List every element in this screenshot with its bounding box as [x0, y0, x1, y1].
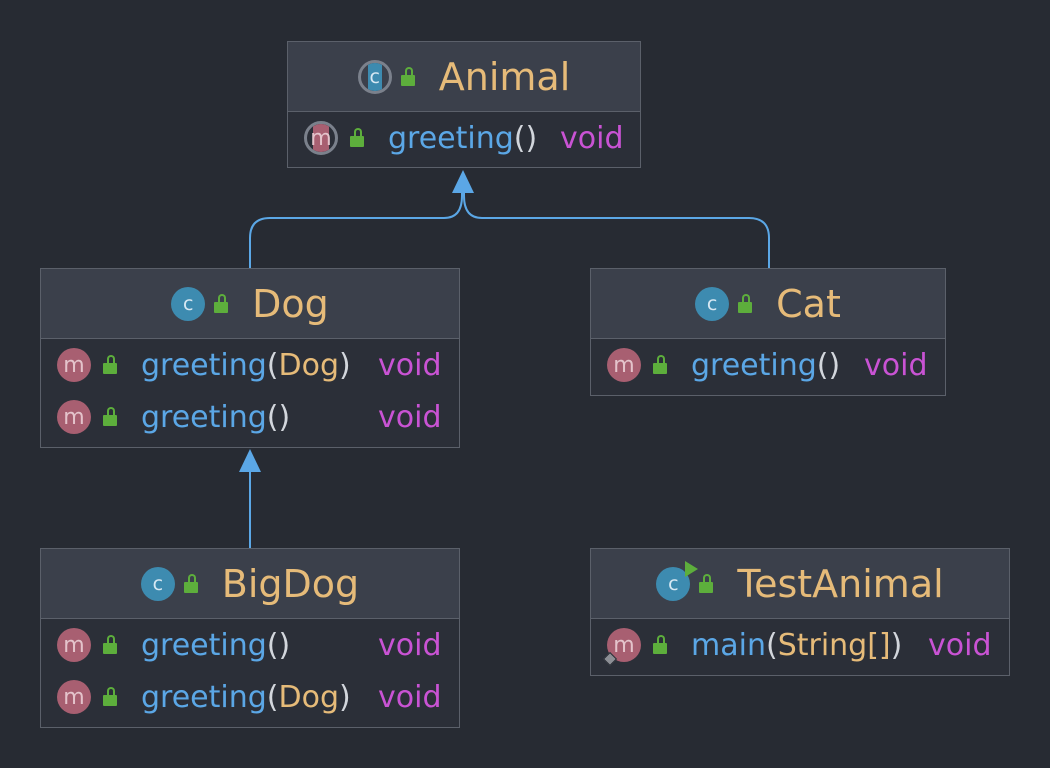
public-lock-icon	[103, 355, 117, 375]
open-paren: (	[816, 347, 829, 383]
public-lock-icon	[738, 293, 753, 314]
edge-cat-to-animal	[463, 190, 770, 268]
close-paren: )	[278, 627, 291, 663]
method-name: greeting	[141, 347, 267, 383]
class-cat-header: c Cat	[591, 269, 945, 339]
public-lock-icon	[103, 687, 117, 707]
method-row[interactable]: m greeting() void	[41, 391, 459, 443]
method-row[interactable]: m greeting() void	[288, 112, 640, 164]
class-dog-header: c Dog	[41, 269, 459, 339]
method-name: greeting	[141, 679, 267, 715]
method-row[interactable]: m greeting(Dog) void	[41, 671, 459, 723]
class-name: Dog	[252, 281, 329, 326]
return-type: void	[378, 399, 442, 435]
class-animal[interactable]: c Animal m greeting() void	[287, 41, 641, 168]
open-paren: (	[266, 347, 279, 383]
method-name: greeting	[141, 399, 267, 435]
edge-dog-to-animal	[249, 190, 463, 268]
return-type: void	[378, 679, 442, 715]
method-params: Dog	[278, 679, 340, 715]
method-row[interactable]: m greeting() void	[591, 339, 945, 391]
close-paren: )	[339, 679, 351, 715]
public-lock-icon	[103, 407, 117, 427]
open-paren: (	[513, 120, 526, 156]
method-icon: m	[57, 400, 91, 434]
public-lock-icon	[400, 66, 415, 87]
method-name: greeting	[141, 627, 267, 663]
method-row[interactable]: m main(String[]) void	[591, 619, 1009, 671]
static-method-icon: m	[607, 628, 641, 662]
return-type: void	[864, 347, 928, 383]
class-icon: c	[695, 286, 730, 321]
close-paren: )	[339, 347, 351, 383]
public-lock-icon	[103, 635, 117, 655]
method-row[interactable]: m greeting(Dog) void	[41, 339, 459, 391]
public-lock-icon	[653, 635, 667, 655]
return-type: void	[928, 627, 992, 663]
method-icon: m	[57, 628, 91, 662]
method-name: main	[691, 627, 766, 663]
arrowhead-animal	[452, 170, 474, 193]
public-lock-icon	[653, 355, 667, 375]
class-name: BigDog	[221, 561, 360, 606]
method-name: greeting	[388, 120, 514, 156]
open-paren: (	[765, 627, 778, 663]
class-bigdog-header: c BigDog	[41, 549, 459, 619]
method-icon: m	[57, 348, 91, 382]
arrowhead-dog	[239, 449, 261, 472]
class-name: TestAnimal	[737, 561, 944, 606]
open-paren: (	[266, 627, 279, 663]
close-paren: )	[278, 399, 291, 435]
abstract-class-icon: c	[357, 59, 392, 94]
class-animal-header: c Animal	[288, 42, 640, 112]
class-cat[interactable]: c Cat m greeting() void	[590, 268, 946, 396]
method-icon: m	[57, 680, 91, 714]
runnable-class-icon: c	[656, 560, 699, 601]
method-name: greeting	[691, 347, 817, 383]
public-lock-icon	[350, 128, 364, 148]
method-icon: m	[607, 348, 641, 382]
class-icon: c	[140, 566, 175, 601]
public-lock-icon	[214, 293, 229, 314]
close-paren: )	[828, 347, 841, 383]
class-dog[interactable]: c Dog m greeting(Dog) void m greeting() …	[40, 268, 460, 448]
class-bigdog[interactable]: c BigDog m greeting() void m greeting(Do…	[40, 548, 460, 728]
abstract-method-icon: m	[304, 121, 338, 155]
open-paren: (	[266, 399, 279, 435]
return-type: void	[378, 627, 442, 663]
return-type: void	[378, 347, 442, 383]
class-name: Cat	[776, 281, 841, 326]
open-paren: (	[266, 679, 279, 715]
class-icon: c	[171, 286, 206, 321]
public-lock-icon	[699, 573, 714, 594]
method-row[interactable]: m greeting() void	[41, 619, 459, 671]
class-testanimal-header: c TestAnimal	[591, 549, 1009, 619]
public-lock-icon	[183, 573, 198, 594]
return-type: void	[560, 120, 624, 156]
method-params: String[]	[777, 627, 891, 663]
class-name: Animal	[438, 54, 571, 99]
class-testanimal[interactable]: c TestAnimal m main(String[]) void	[590, 548, 1010, 676]
close-paren: )	[525, 120, 538, 156]
method-params: Dog	[278, 347, 340, 383]
close-paren: )	[890, 627, 903, 663]
